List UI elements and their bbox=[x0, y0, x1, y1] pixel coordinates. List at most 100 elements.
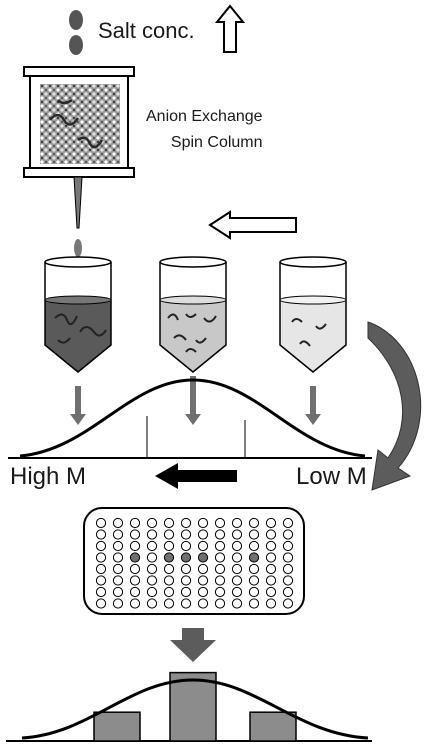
plate-well bbox=[265, 517, 277, 529]
plate-well-filled bbox=[163, 552, 175, 563]
plate-well bbox=[265, 598, 277, 609]
plate-well bbox=[197, 598, 209, 609]
plate-wells bbox=[95, 517, 294, 609]
plate-well bbox=[265, 540, 277, 552]
plate-well bbox=[129, 540, 141, 552]
plate-well bbox=[214, 552, 226, 563]
plate-well bbox=[95, 575, 107, 586]
plate-well bbox=[282, 517, 294, 529]
plate-well bbox=[95, 529, 107, 540]
histogram-bar bbox=[249, 711, 297, 742]
plate-well bbox=[197, 586, 209, 598]
plate-well bbox=[129, 517, 141, 529]
plate-well bbox=[282, 552, 294, 563]
plate-well bbox=[163, 517, 175, 529]
plate-well bbox=[112, 563, 124, 575]
plate-well bbox=[231, 563, 243, 575]
plate-well bbox=[95, 552, 107, 563]
plate-well bbox=[180, 529, 192, 540]
curved-arrow-icon bbox=[367, 321, 422, 491]
plate-well bbox=[197, 540, 209, 552]
salt-droplet-icon bbox=[69, 10, 83, 55]
down-arrow-icon bbox=[70, 376, 321, 425]
column-label-line2: Spin Column bbox=[170, 134, 263, 151]
low-mass-label: Low M bbox=[296, 463, 367, 490]
plate-well bbox=[214, 575, 226, 586]
plate-well bbox=[197, 563, 209, 575]
tube-medium-mass bbox=[159, 256, 227, 373]
plate-well bbox=[95, 586, 107, 598]
plate-well bbox=[265, 529, 277, 540]
plate-well bbox=[180, 575, 192, 586]
plate-well bbox=[265, 552, 277, 563]
plate-well bbox=[197, 575, 209, 586]
plate-well bbox=[248, 575, 260, 586]
plate-well bbox=[95, 540, 107, 552]
plate-well bbox=[180, 563, 192, 575]
plate-well bbox=[112, 598, 124, 609]
plate-well bbox=[112, 575, 124, 586]
plate-well bbox=[214, 586, 226, 598]
plate-well bbox=[163, 563, 175, 575]
plate-well bbox=[197, 529, 209, 540]
plate-well bbox=[248, 586, 260, 598]
direction-arrow-icon bbox=[155, 463, 237, 489]
plate-well bbox=[265, 586, 277, 598]
down-arrow-icon bbox=[170, 628, 216, 662]
plate-well bbox=[112, 517, 124, 529]
plate-well bbox=[231, 575, 243, 586]
plate-well bbox=[265, 575, 277, 586]
plate-well-filled bbox=[180, 552, 192, 563]
plate-well bbox=[163, 598, 175, 609]
plate-well bbox=[129, 529, 141, 540]
plate-well bbox=[248, 598, 260, 609]
plate-well bbox=[282, 575, 294, 586]
plate-well bbox=[180, 540, 192, 552]
up-arrow-icon bbox=[214, 4, 246, 53]
plate-well bbox=[95, 517, 107, 529]
plate-well bbox=[231, 552, 243, 563]
plate-well bbox=[231, 586, 243, 598]
plate-well bbox=[282, 540, 294, 552]
column-label-line1: Anion Exchange bbox=[146, 108, 263, 125]
column-label: Anion Exchange Spin Column bbox=[146, 104, 263, 156]
plate-well bbox=[163, 529, 175, 540]
histogram-bar bbox=[169, 671, 217, 742]
plate-well bbox=[214, 540, 226, 552]
plate-well bbox=[231, 529, 243, 540]
histogram-bars bbox=[93, 671, 297, 742]
plate-well bbox=[146, 517, 158, 529]
falling-drop bbox=[74, 239, 82, 257]
plate-well bbox=[95, 563, 107, 575]
plate-well bbox=[146, 529, 158, 540]
plate-well bbox=[248, 540, 260, 552]
left-arrow-icon bbox=[208, 210, 297, 240]
plate-well bbox=[146, 563, 158, 575]
plate-well bbox=[214, 563, 226, 575]
molecular-mass-distribution bbox=[8, 378, 372, 459]
well-plate-icon bbox=[83, 507, 305, 615]
tube-low-mass bbox=[279, 256, 347, 373]
plate-well bbox=[129, 598, 141, 609]
plate-well bbox=[265, 563, 277, 575]
plate-well bbox=[112, 552, 124, 563]
plate-well bbox=[112, 586, 124, 598]
spin-column bbox=[23, 66, 135, 229]
plate-well bbox=[231, 517, 243, 529]
plate-well-filled bbox=[248, 552, 260, 563]
plate-well bbox=[231, 598, 243, 609]
plate-well bbox=[282, 563, 294, 575]
plate-well bbox=[163, 586, 175, 598]
plate-well bbox=[146, 540, 158, 552]
plate-well bbox=[146, 552, 158, 563]
plate-well bbox=[197, 517, 209, 529]
plate-well bbox=[163, 575, 175, 586]
plate-well bbox=[146, 575, 158, 586]
plate-well bbox=[248, 529, 260, 540]
fraction-histogram bbox=[6, 671, 372, 742]
plate-well bbox=[129, 575, 141, 586]
plate-well bbox=[163, 540, 175, 552]
salt-concentration-label: Salt conc. bbox=[98, 18, 195, 43]
plate-well bbox=[180, 586, 192, 598]
